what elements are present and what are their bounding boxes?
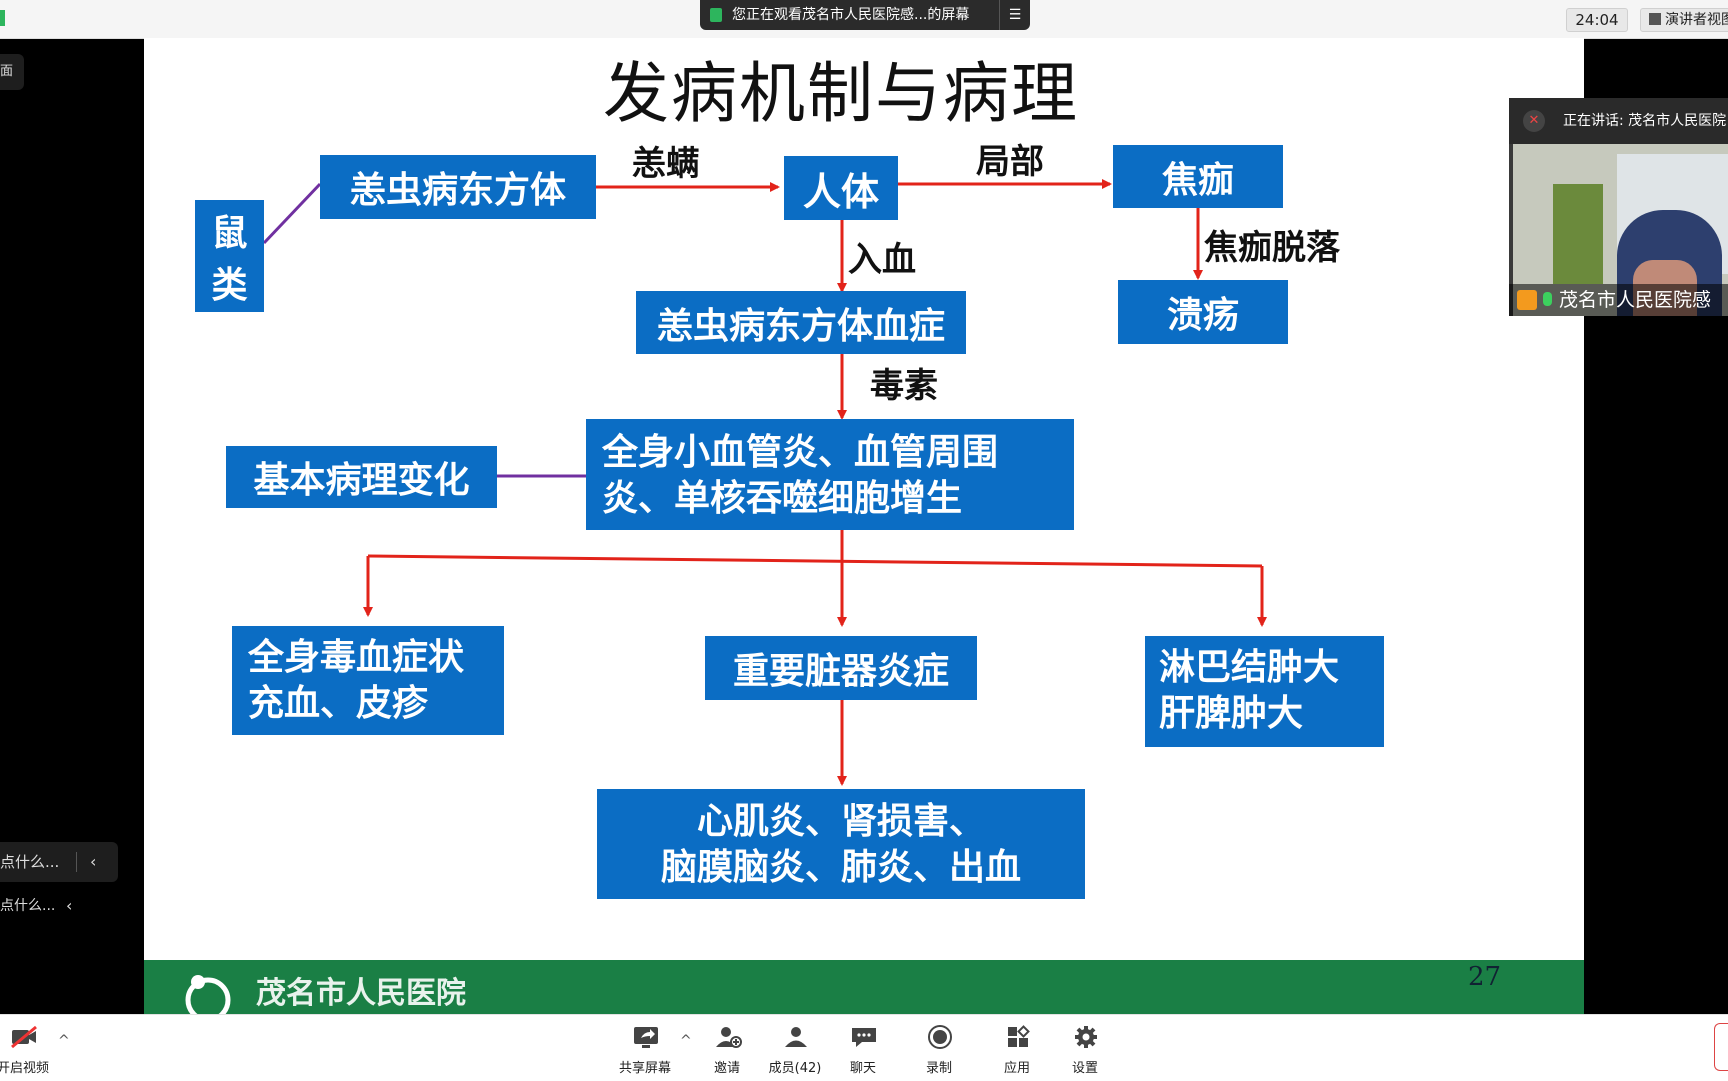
collapse-arrow-icon[interactable]: ‹	[66, 896, 73, 915]
chat-input-collapsed-2[interactable]: 点什么... ‹	[0, 890, 90, 922]
node-rodent-line2: 类	[211, 264, 248, 306]
members-icon	[785, 1027, 807, 1047]
screen-share-banner[interactable]: 您正在观看茂名市人民医院感...的屏幕 ☰	[700, 0, 1030, 30]
mic-on-icon	[1543, 292, 1552, 306]
node-systemic: 全身毒血症状 充血、皮疹	[232, 626, 504, 735]
record-button[interactable]: 录制	[904, 1015, 974, 1081]
share-screen-button[interactable]: 共享屏幕	[610, 1015, 680, 1081]
chat-icon	[852, 1028, 876, 1047]
node-complications: 心肌炎、肾损害、 脑膜脑炎、肺炎、出血	[597, 789, 1085, 899]
divider	[76, 852, 77, 872]
connector-rodent-pathogen	[262, 182, 322, 245]
speaker-view-label: 演讲者视图	[1665, 12, 1728, 28]
edge-label-eschar-off: 焦痂脱落	[1204, 228, 1340, 268]
chat-button[interactable]: 聊天	[828, 1015, 898, 1081]
app-status-mark	[0, 10, 5, 26]
grid-icon	[1649, 13, 1661, 25]
branch-bar	[367, 554, 1263, 568]
node-pathology: 全身小血管炎、血管周围 炎、单核吞噬细胞增生	[586, 419, 1074, 530]
node-systemic-line1: 全身毒血症状	[248, 636, 465, 678]
node-ulcer-text: 溃疡	[1166, 294, 1239, 336]
node-rodent: 鼠 类	[195, 200, 264, 312]
meeting-timer: 24:04	[1566, 8, 1628, 32]
footer-hospital-name: 茂名市人民医院	[256, 976, 466, 1011]
node-rodent-line1: 鼠	[211, 212, 248, 254]
collapse-arrow-icon[interactable]: ‹	[90, 852, 97, 871]
settings-label: 设置	[1071, 1061, 1098, 1076]
record-label: 录制	[925, 1061, 952, 1076]
node-human-text: 人体	[802, 168, 879, 214]
edge-label-local: 局部	[976, 142, 1044, 182]
invite-button[interactable]: 邀请	[692, 1015, 762, 1081]
hospital-logo	[185, 975, 231, 1014]
participant-name-bar: 茂名市人民医院感	[1509, 284, 1728, 316]
node-pathology-line2: 炎、单核吞噬细胞增生	[602, 477, 963, 519]
node-pathology-line1: 全身小血管炎、血管周围	[602, 431, 999, 473]
leave-button-edge[interactable]	[1714, 1023, 1728, 1071]
mic-muted-icon: ✕	[1523, 110, 1545, 132]
node-basic-change: 基本病理变化	[226, 446, 497, 508]
edge-label-toxin: 毒素	[870, 366, 938, 406]
shield-icon	[710, 8, 722, 22]
left-panel-tab-label: 面	[0, 64, 14, 79]
shared-slide: 发病机制与病理 鼠 类 恙虫病东方体 人体 焦痂 溃疡 恙虫病东方体血症	[144, 38, 1584, 1014]
record-icon	[928, 1025, 952, 1049]
share-banner-text: 您正在观看茂名市人民医院感...的屏幕	[732, 7, 970, 23]
speaking-indicator: ✕ 正在讲话: 茂名市人民医院	[1509, 98, 1728, 144]
share-screen-icon	[634, 1027, 658, 1048]
invite-label: 邀请	[713, 1061, 740, 1076]
apps-button[interactable]: 应用	[982, 1015, 1052, 1081]
node-lymph: 淋巴结肿大 肝脾肿大	[1145, 636, 1384, 747]
node-lymph-line2: 肝脾肿大	[1159, 692, 1304, 734]
left-panel-tab[interactable]: 面	[0, 54, 24, 90]
node-complications-line1: 心肌炎、肾损害、	[696, 800, 985, 842]
flow-connectors	[262, 179, 1267, 786]
node-systemic-line2: 充血、皮疹	[248, 682, 429, 724]
chat-prompt-text: 点什么...	[0, 853, 60, 871]
settings-button[interactable]: 设置	[1050, 1015, 1120, 1081]
edge-label-mite: 恙螨	[632, 144, 700, 184]
start-video-label: 开启视频	[0, 1061, 49, 1076]
chat-prompt-text-2: 点什么...	[0, 898, 56, 914]
node-pathogen-text: 恙虫病东方体	[349, 169, 566, 211]
node-pathogen: 恙虫病东方体	[320, 155, 596, 219]
speaker-view-button[interactable]: 演讲者视图	[1640, 8, 1728, 32]
apps-label: 应用	[1003, 1061, 1030, 1076]
chat-label: 聊天	[849, 1061, 876, 1076]
meeting-toolbar: 开启视频 ^ 共享屏幕 ^ 邀请 成员(42) 聊天 录制 应用 设置	[0, 1014, 1728, 1081]
menu-icon[interactable]: ☰	[999, 0, 1030, 30]
members-button[interactable]: 成员(42)	[760, 1015, 830, 1081]
avatar	[1517, 290, 1537, 310]
share-screen-label: 共享屏幕	[618, 1061, 671, 1076]
node-complications-line2: 脑膜脑炎、肺炎、出血	[660, 846, 1021, 888]
node-eschar-text: 焦痂	[1161, 158, 1234, 201]
video-options-caret[interactable]: ^	[58, 1033, 70, 1049]
node-lymph-line1: 淋巴结肿大	[1159, 646, 1340, 688]
slide-title: 发病机制与病理	[603, 55, 1079, 132]
node-organ: 重要脏器炎症	[705, 636, 977, 700]
edge-label-into-blood: 入血	[848, 240, 916, 280]
node-bacteremia: 恙虫病东方体血症	[636, 291, 966, 354]
node-bacteremia-text: 恙虫病东方体血症	[656, 304, 945, 347]
top-bar: 您正在观看茂名市人民医院感...的屏幕 ☰ 24:04 演讲者视图	[0, 0, 1728, 39]
slide-page-number: 27	[1468, 962, 1502, 992]
participant-name: 茂名市人民医院感	[1559, 289, 1712, 311]
members-label: 成员(42)	[768, 1061, 822, 1076]
node-basic-change-text: 基本病理变化	[253, 459, 470, 501]
camera-off-icon	[11, 1025, 37, 1049]
node-ulcer: 溃疡	[1118, 280, 1288, 344]
slide-footer: 茂名市人民医院 27	[144, 960, 1584, 1014]
invite-user-icon	[716, 1027, 742, 1048]
speaking-label: 正在讲话: 茂名市人民医院	[1563, 113, 1727, 129]
speaker-video-tile[interactable]: ✕ 正在讲话: 茂名市人民医院 茂名市人民医院感	[1509, 98, 1728, 316]
node-organ-text: 重要脏器炎症	[732, 650, 949, 692]
start-video-button[interactable]: 开启视频	[0, 1015, 58, 1081]
node-human: 人体	[784, 156, 898, 220]
share-options-caret[interactable]: ^	[680, 1033, 692, 1049]
apps-icon	[1008, 1025, 1030, 1047]
gear-icon	[1075, 1026, 1097, 1048]
chat-input-collapsed[interactable]: 点什么... ‹	[0, 842, 118, 882]
node-eschar: 焦痂	[1113, 145, 1283, 208]
